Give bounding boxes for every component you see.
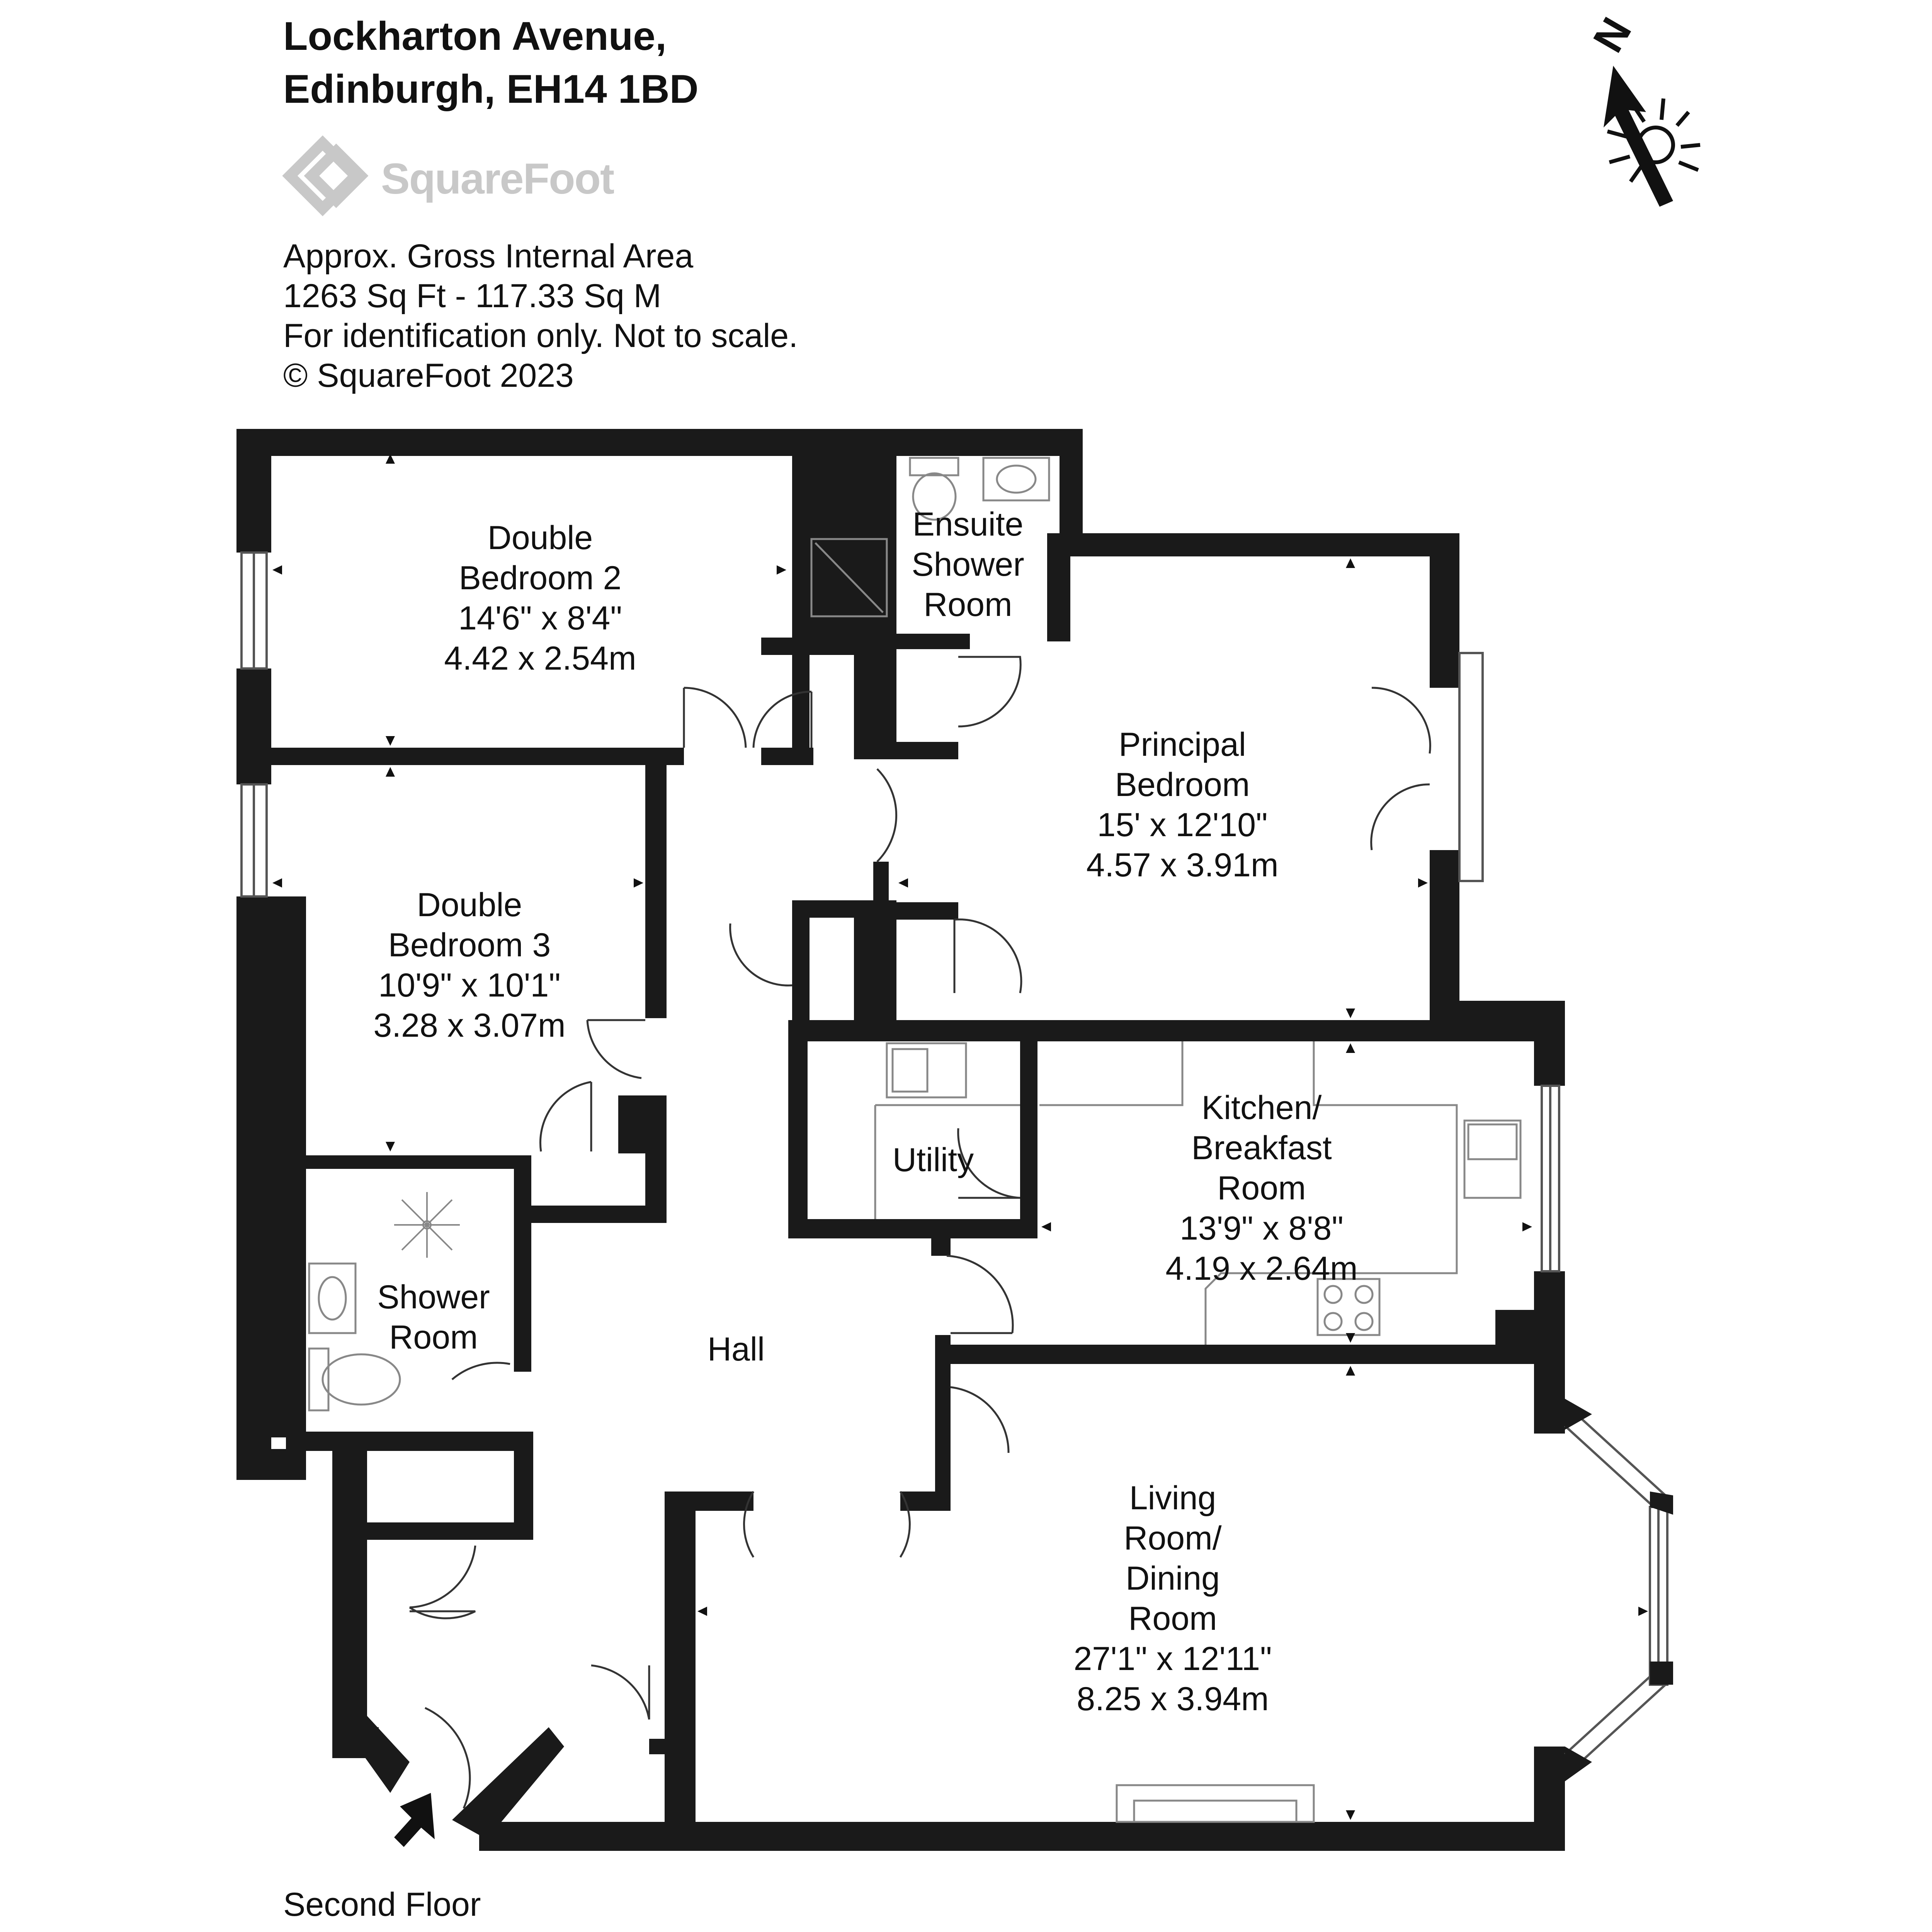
toilet-icon xyxy=(909,457,959,476)
room-double-bedroom-3: Double Bedroom 3 10'9" x 10'1" 3.28 x 3.… xyxy=(373,886,566,1044)
bay-corners xyxy=(1565,1399,1673,1781)
brand-name: SquareFoot xyxy=(381,155,614,203)
compass-north-label: N xyxy=(1584,10,1641,60)
dimension-markers xyxy=(272,454,1648,1820)
room-shower-room: Shower Room xyxy=(377,1279,490,1356)
basin-icon-shower-room xyxy=(308,1262,357,1334)
room-principal-bedroom: Principal Bedroom 15' x 12'10" 4.57 x 3.… xyxy=(1086,726,1279,884)
north-arrow-icon xyxy=(1604,66,1673,207)
copyright: © SquareFoot 2023 xyxy=(283,357,574,394)
toilet-icon-shower-room xyxy=(308,1347,330,1412)
room-living-dining: Living Room/ Dining Room 27'1" x 12'11" … xyxy=(1073,1480,1272,1718)
floor-label: Second Floor xyxy=(283,1886,481,1923)
disclaimer: For identification only. Not to scale. xyxy=(283,317,798,354)
room-utility: Utility xyxy=(892,1141,974,1179)
sink-icon-utility xyxy=(886,1042,967,1099)
walls xyxy=(236,429,1565,1851)
address-line-1: Lockharton Avenue, xyxy=(283,14,667,59)
sun-icon xyxy=(1607,98,1701,183)
compass: N xyxy=(1584,10,1701,207)
fixtures xyxy=(308,457,1522,1823)
address-line-2: Edinburgh, EH14 1BD xyxy=(283,67,699,112)
shower-tray-icon xyxy=(810,538,888,617)
room-double-bedroom-2: Double Bedroom 2 14'6" x 8'4" 4.42 x 2.5… xyxy=(444,519,636,677)
entrance-arrow-icon xyxy=(394,1793,435,1847)
room-ensuite-shower-room: Ensuite Shower Room xyxy=(912,506,1024,623)
doors xyxy=(409,656,1431,1809)
fireplace-icon xyxy=(1116,1784,1315,1823)
squarefoot-logo-icon xyxy=(282,135,369,216)
area-title: Approx. Gross Internal Area xyxy=(283,238,694,275)
basin-icon xyxy=(982,457,1050,502)
room-hall: Hall xyxy=(707,1331,765,1368)
sink-icon-kitchen xyxy=(1463,1119,1522,1199)
area-value: 1263 Sq Ft - 117.33 Sq M xyxy=(283,277,662,315)
room-kitchen-breakfast: Kitchen/ Breakfast Room 13'9" x 8'8" 4.1… xyxy=(1165,1089,1358,1287)
shower-head-icon xyxy=(394,1192,460,1258)
